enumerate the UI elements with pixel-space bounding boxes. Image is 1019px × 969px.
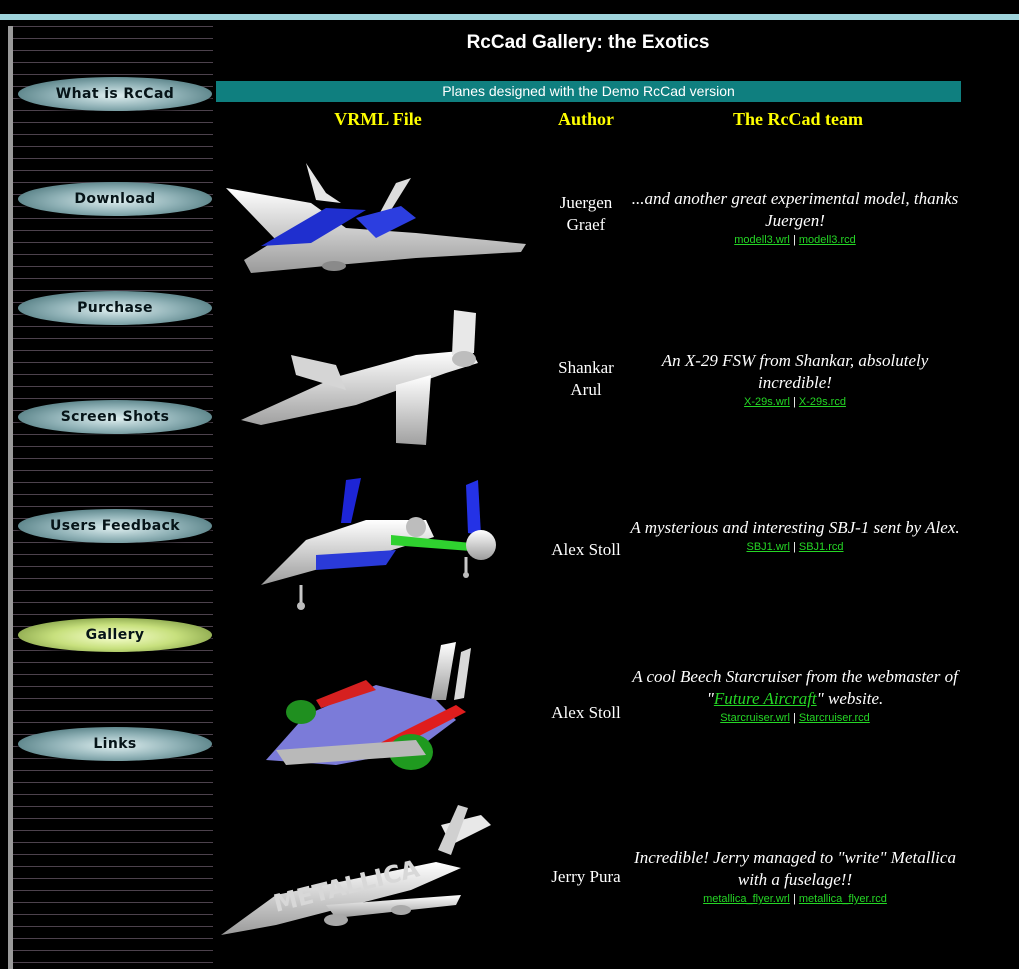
file-links: metallica_flyer.wrl | metallica_flyer.rc… — [629, 892, 961, 906]
link-separator: | — [789, 234, 799, 247]
file-links: Starcruiser.wrl | Starcruiser.rcd — [629, 711, 961, 725]
desc-text: Incredible! Jerry managed to "write" Met… — [634, 848, 956, 890]
rcd-link[interactable]: modell3.rcd — [798, 234, 856, 247]
link-separator: | — [789, 396, 799, 409]
wrl-link[interactable]: metallica_flyer.wrl — [703, 893, 790, 906]
nav-what-is-rccad[interactable]: What is RcCad — [18, 77, 212, 111]
rcd-link[interactable]: metallica_flyer.rcd — [798, 893, 887, 906]
row-author: Shankar Arul — [558, 358, 614, 400]
col-header-vrml: VRML File — [334, 109, 422, 129]
desc-text: An X-29 FSW from Shankar, absolutely inc… — [661, 351, 929, 393]
col-header-team: The RcCad team — [733, 109, 863, 129]
nav-gallery[interactable]: Gallery — [18, 618, 212, 652]
row-author: Jerry Pura — [551, 867, 621, 886]
row-description: Incredible! Jerry managed to "write" Met… — [629, 847, 961, 906]
wrl-link[interactable]: Starcruiser.wrl — [720, 712, 790, 725]
sidebar: What is RcCad Download Purchase Screen S… — [13, 26, 213, 969]
nav-users-feedback[interactable]: Users Feedback — [18, 509, 212, 543]
row-author: Juergen Graef — [559, 193, 613, 235]
plane-render-x29[interactable] — [216, 305, 536, 445]
nav-links[interactable]: Links — [18, 727, 212, 761]
wrl-link[interactable]: modell3.wrl — [734, 234, 790, 247]
plane-render-modell3[interactable] — [216, 148, 536, 288]
gallery-row: Juergen Graef ...and another great exper… — [216, 148, 961, 288]
wrl-link[interactable]: X-29s.wrl — [744, 396, 790, 409]
rcd-link[interactable]: Starcruiser.rcd — [798, 712, 870, 725]
rcd-link[interactable]: SBJ1.rcd — [798, 541, 844, 554]
row-description: An X-29 FSW from Shankar, absolutely inc… — [629, 350, 961, 409]
file-links: modell3.wrl | modell3.rcd — [629, 233, 961, 247]
plane-render-sbj1[interactable] — [216, 475, 536, 615]
gallery-row: Alex Stoll A cool Beech Starcruiser from… — [216, 640, 961, 780]
rcd-link[interactable]: X-29s.rcd — [798, 396, 846, 409]
row-author: Alex Stoll — [551, 703, 621, 722]
desc-text: A cool Beech Starcruiser from the webmas… — [629, 666, 961, 710]
plane-render-starcruiser[interactable] — [216, 640, 536, 780]
gallery-row: Alex Stoll A mysterious and interesting … — [216, 475, 961, 615]
row-author: Alex Stoll — [551, 540, 621, 559]
file-links: X-29s.wrl | X-29s.rcd — [629, 395, 961, 409]
left-border — [8, 26, 13, 969]
future-aircraft-link[interactable]: Future Aircraft — [713, 689, 817, 709]
row-description: ...and another great experimental model,… — [629, 188, 961, 247]
row-description: A cool Beech Starcruiser from the webmas… — [629, 666, 961, 725]
link-separator: | — [789, 541, 799, 554]
top-rule — [0, 14, 1019, 20]
desc-text: A mysterious and interesting SBJ-1 sent … — [630, 518, 960, 537]
col-header-author: Author — [557, 109, 614, 129]
nav-purchase[interactable]: Purchase — [18, 291, 212, 325]
file-links: SBJ1.wrl | SBJ1.rcd — [629, 540, 961, 554]
desc-text: ...and another great experimental model,… — [631, 189, 959, 231]
banner: Planes designed with the Demo RcCad vers… — [216, 81, 961, 102]
desc-text-post: " website. — [816, 689, 884, 709]
plane-render-metallica[interactable]: METALLICA — [216, 800, 536, 940]
gallery-row: METALLICA Jerry Pura Incredible! Jerry m… — [216, 800, 961, 940]
row-description: A mysterious and interesting SBJ-1 sent … — [629, 517, 961, 554]
desc-text-pre: A cool Beech Starcruiser from the webmas… — [632, 667, 958, 709]
page-title: RcCad Gallery: the Exotics — [466, 32, 710, 53]
link-separator: | — [789, 893, 799, 906]
gallery-row: Shankar Arul An X-29 FSW from Shankar, a… — [216, 305, 961, 445]
link-separator: | — [789, 712, 799, 725]
nav-screen-shots[interactable]: Screen Shots — [18, 400, 212, 434]
wrl-link[interactable]: SBJ1.wrl — [746, 541, 790, 554]
nav-download[interactable]: Download — [18, 182, 212, 216]
